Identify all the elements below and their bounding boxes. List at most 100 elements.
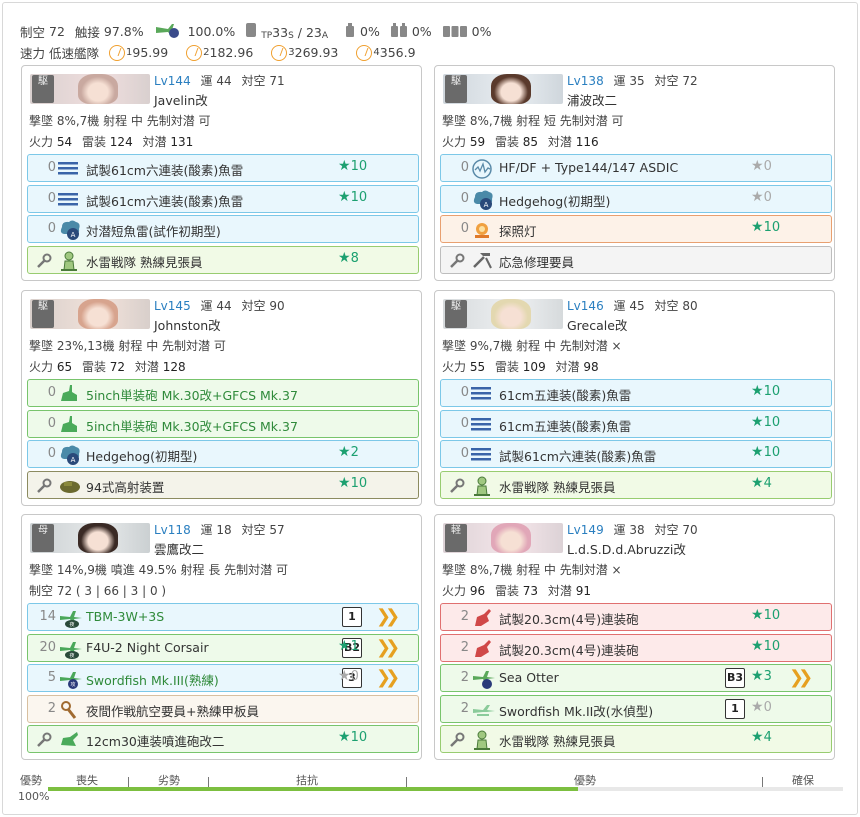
star-icon: ★ <box>338 158 351 174</box>
wrench-icon <box>449 732 465 748</box>
chevron-proficiency-icon: ❯❯ <box>376 606 400 627</box>
equipment-name: 61cm五連装(酸素)魚雷 <box>499 418 632 434</box>
chevron-proficiency-icon: ❯❯ <box>376 667 400 688</box>
ship-luck: 44 <box>216 74 232 88</box>
ship-card[interactable]: 軽 Lv149 運 38 対空 70 L.d.S.D.d.Abruzzi改撃墜 … <box>434 514 835 760</box>
improvement-level: ★10 <box>338 729 368 745</box>
equipment-icon <box>58 158 80 178</box>
ship-stat-line-1: 撃墜 9%,7機 射程 中 先制対潜 × <box>442 339 622 353</box>
improvement-level: ★0 <box>751 188 772 205</box>
improvement-level: ★10 <box>338 188 368 205</box>
ship-card[interactable]: 駆 Lv145 運 44 対空 90 Johnston改撃墜 23%,13機 射… <box>21 290 422 506</box>
star-icon: ★ <box>338 474 351 491</box>
ship-banner[interactable]: 駆 <box>443 74 563 104</box>
slot-count: 20 <box>39 639 56 655</box>
ship-aa: 90 <box>269 299 285 313</box>
ship-firepower: 54 <box>56 135 73 149</box>
ship-stat-line-2: 制空 72 ( 3 | 66 | 3 | 0 ) <box>29 584 167 598</box>
contact-pct: 100.0% <box>187 24 236 39</box>
ship-banner[interactable]: 母 <box>30 523 150 553</box>
equipment-name: 61cm五連装(酸素)魚雷 <box>499 388 632 403</box>
ship-banner[interactable]: 駆 <box>443 299 563 329</box>
slot-count: 0 <box>460 446 469 461</box>
ship-card[interactable]: 母 Lv118 運 18 対空 57 雲鷹改二撃墜 14%,9機 噴進 49.5… <box>21 514 422 760</box>
ship-banner[interactable]: 駆 <box>30 74 150 104</box>
meter-label-loss: 喪失 <box>76 774 98 787</box>
proficiency-badge: 1 <box>725 698 745 719</box>
tp-value: 33 <box>272 24 289 40</box>
meter-label-denial: 劣勢 <box>158 774 180 787</box>
contact-value: 97.8% <box>103 24 144 39</box>
ship-banner[interactable]: 軽 <box>443 523 563 553</box>
equipment-slot[interactable]: 94式高射装置★10 <box>27 470 419 499</box>
equipment-name: 5inch単装砲 Mk.30改+GFCS Mk.37 <box>86 418 298 434</box>
equipment-name: 水雷戦隊 熟練見張員 <box>86 254 203 270</box>
ship-aa: 70 <box>682 523 698 537</box>
ship-asw: 128 <box>162 360 186 374</box>
proficiency-badge: 3 <box>342 668 362 688</box>
equipment-name: HF/DF + Type144/147 ASDIC <box>499 160 679 175</box>
ship-firepower: 65 <box>56 360 73 374</box>
summary-row-2: 速力 低速艦隊 195.99 2182.96 3269.93 4356.9 <box>20 44 416 61</box>
ship-level: 145 <box>167 299 191 313</box>
svg-text:A: A <box>71 456 76 464</box>
equipment-slot[interactable]: 水雷戦隊 熟練見張員★8 <box>27 245 419 274</box>
star-icon: ★ <box>338 729 351 745</box>
equipment-name: Hedgehog(初期型) <box>499 193 611 209</box>
ship-torpedo: 124 <box>109 135 133 149</box>
meter-fill <box>48 787 578 791</box>
ship-portrait <box>78 74 118 104</box>
slot-count: 14 <box>39 609 56 624</box>
equipment-slot[interactable]: 水雷戦隊 熟練見張員★4 <box>440 470 832 499</box>
equipment-name: 対潜短魚雷(試作初期型) <box>86 224 221 239</box>
meter-tick <box>406 777 407 787</box>
ship-stat-line-2: 火力 59 雷装 85 対潜 116 <box>442 135 599 149</box>
ship-card[interactable]: 駆 Lv144 運 44 対空 71 Javelin改撃墜 8%,7機 射程 中… <box>21 65 422 281</box>
wrench-icon <box>449 478 465 494</box>
ship-level-line: Lv144 運 44 対空 71 <box>154 74 285 88</box>
star-icon: ★ <box>751 729 764 745</box>
star-icon: ★ <box>338 188 351 205</box>
equipment-slot[interactable]: 12cm30連装噴進砲改二★10 <box>27 725 419 753</box>
ship-card[interactable]: 駆 Lv138 運 35 対空 72 浦波改二撃墜 8%,7機 射程 短 先制対… <box>434 65 835 281</box>
improvement-level: ★0 <box>338 668 359 684</box>
equipment-slot[interactable]: 応急修理要員 <box>440 245 832 274</box>
plane-icon <box>154 21 184 42</box>
ship-level-line: Lv118 運 18 対空 57 <box>154 523 285 537</box>
meter-tick <box>208 777 209 787</box>
slot-count: 2 <box>460 639 469 655</box>
ship-asw: 116 <box>575 135 599 149</box>
ship-card[interactable]: 駆 Lv146 運 45 対空 80 Grecale改撃墜 9%,7機 射程 中… <box>434 290 835 506</box>
los-3-value: 269.93 <box>294 45 339 60</box>
equipment-icon <box>471 475 493 496</box>
slot-count: 0 <box>460 221 469 236</box>
ship-banner[interactable]: 駆 <box>30 299 150 329</box>
slot-count: 0 <box>460 415 469 431</box>
equipment-slot[interactable]: 水雷戦隊 熟練見張員★4 <box>440 725 832 753</box>
los-4-value: 356.9 <box>379 45 416 60</box>
ship-luck: 18 <box>216 523 232 537</box>
slot-count: 0 <box>460 385 469 400</box>
meter-label-superiority: 優勢 <box>574 774 596 787</box>
slot-count: 2 <box>460 700 469 716</box>
